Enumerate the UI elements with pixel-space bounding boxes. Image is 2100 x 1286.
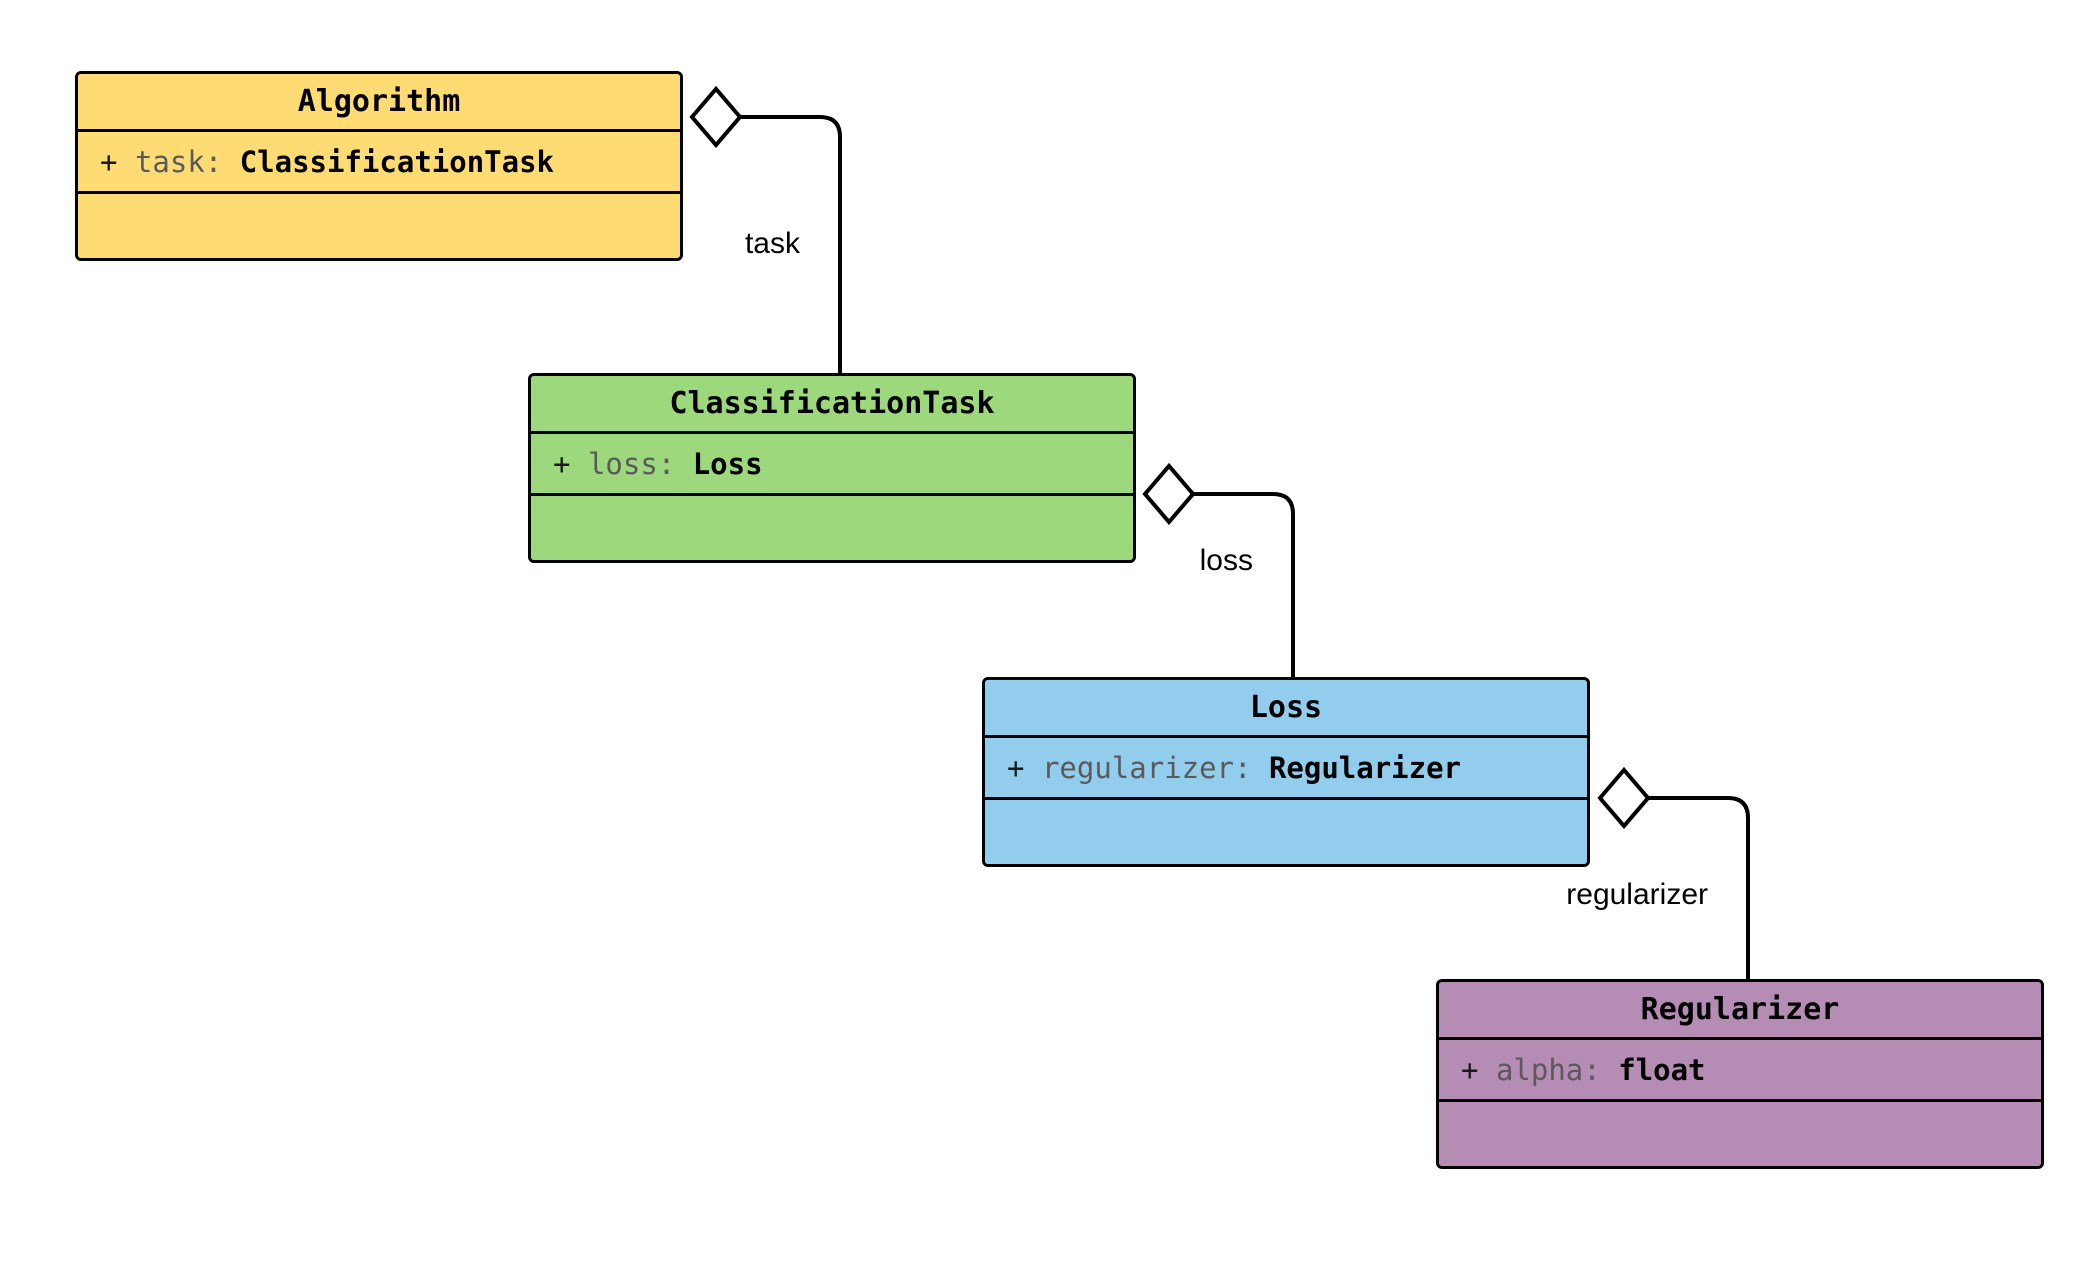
attribute-visibility: + <box>1461 1052 1479 1087</box>
uml-class-regularizer[interactable]: Regularizer + alpha: float <box>1436 979 2044 1169</box>
attribute-colon: : <box>1583 1052 1601 1087</box>
relationship-label-algorithm-task: task <box>744 227 800 260</box>
attribute-name: task <box>134 144 205 179</box>
class-name-regularizer: Regularizer <box>1439 982 2041 1040</box>
operations-compartment-algorithm <box>78 194 680 258</box>
attribute-colon: : <box>657 446 676 481</box>
attribute-name: alpha <box>1495 1052 1584 1087</box>
operations-compartment-classificationtask <box>531 496 1133 560</box>
attribute-visibility: + <box>100 144 118 179</box>
uml-class-loss[interactable]: Loss + regularizer: Regularizer <box>982 677 1590 867</box>
relationship-label-loss-regularizer: regularizer <box>1566 878 1708 911</box>
relationship-line-algorithm-task <box>740 115 842 373</box>
attribute-type: Regularizer <box>1268 750 1461 785</box>
attribute-colon: : <box>1234 750 1252 785</box>
attributes-compartment-algorithm: + task: ClassificationTask <box>78 132 680 194</box>
attributes-compartment-loss: + regularizer: Regularizer <box>985 738 1587 800</box>
attribute-type: float <box>1618 1052 1706 1087</box>
operations-compartment-regularizer <box>1439 1102 2041 1166</box>
aggregation-diamond-loss-regularizer <box>1597 766 1651 830</box>
class-name-algorithm: Algorithm <box>78 74 680 132</box>
class-name-loss: Loss <box>985 680 1587 738</box>
attribute-visibility: + <box>553 446 571 481</box>
relationship-label-classificationtask-loss: loss <box>1199 544 1253 577</box>
attributes-compartment-regularizer: + alpha: float <box>1439 1040 2041 1102</box>
attribute-name: regularizer <box>1041 750 1234 785</box>
class-name-classificationtask: ClassificationTask <box>531 376 1133 434</box>
attribute-type: ClassificationTask <box>239 144 554 179</box>
attribute-row: + alpha: float <box>1461 1053 1706 1087</box>
attribute-row: + loss: Loss <box>553 447 763 481</box>
attribute-type: Loss <box>692 446 763 481</box>
relationship-line-classificationtask-loss <box>1193 492 1295 677</box>
aggregation-diamond-algorithm-task <box>689 85 743 149</box>
attribute-row: + regularizer: Regularizer <box>1007 751 1461 785</box>
attributes-compartment-classificationtask: + loss: Loss <box>531 434 1133 496</box>
uml-class-algorithm[interactable]: Algorithm + task: ClassificationTask <box>75 71 683 261</box>
relationship-line-loss-regularizer <box>1648 796 1750 979</box>
operations-compartment-loss <box>985 800 1587 864</box>
attribute-visibility: + <box>1007 750 1025 785</box>
attribute-colon: : <box>204 144 223 179</box>
attribute-name: loss <box>587 446 658 481</box>
aggregation-diamond-classificationtask-loss <box>1142 462 1196 526</box>
attribute-row: + task: ClassificationTask <box>100 145 554 179</box>
uml-class-classificationtask[interactable]: ClassificationTask + loss: Loss <box>528 373 1136 563</box>
